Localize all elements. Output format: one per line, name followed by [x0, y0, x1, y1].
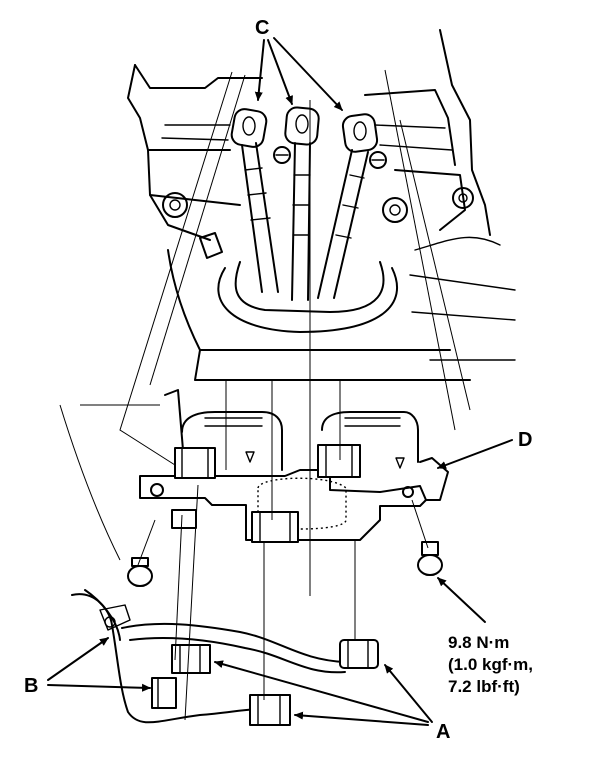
cable-end-middle [284, 106, 320, 301]
bolt-left [127, 557, 153, 587]
mounting-bolts [127, 541, 443, 587]
floor-grommet [167, 236, 516, 381]
shift-bracket-D [139, 389, 449, 543]
wire-harness [71, 589, 379, 726]
alignment-lines [59, 69, 471, 721]
callout-B: B [24, 675, 38, 697]
cable-end-left [230, 108, 279, 293]
connector-B [151, 677, 177, 709]
torque-spec: 9.8 N·m (1.0 kgf·m, 7.2 lbf·ft) [448, 633, 533, 696]
connector-A2 [171, 644, 211, 674]
transmission-housing [127, 29, 491, 259]
torque-spec-line3: 7.2 lbf·ft) [448, 677, 520, 696]
shift-cables [230, 106, 387, 301]
torque-spec-line2: (1.0 kgf·m, [448, 655, 533, 674]
bolt-right [417, 541, 443, 576]
connector-A1 [339, 639, 379, 669]
callout-D: D [518, 429, 532, 451]
callout-leaders [47, 37, 513, 726]
callout-C: C [255, 17, 269, 39]
callout-A: A [436, 721, 450, 743]
torque-spec-line1: 9.8 N·m [448, 633, 509, 652]
connector-A3 [249, 694, 291, 726]
cable-end-right [317, 113, 379, 299]
